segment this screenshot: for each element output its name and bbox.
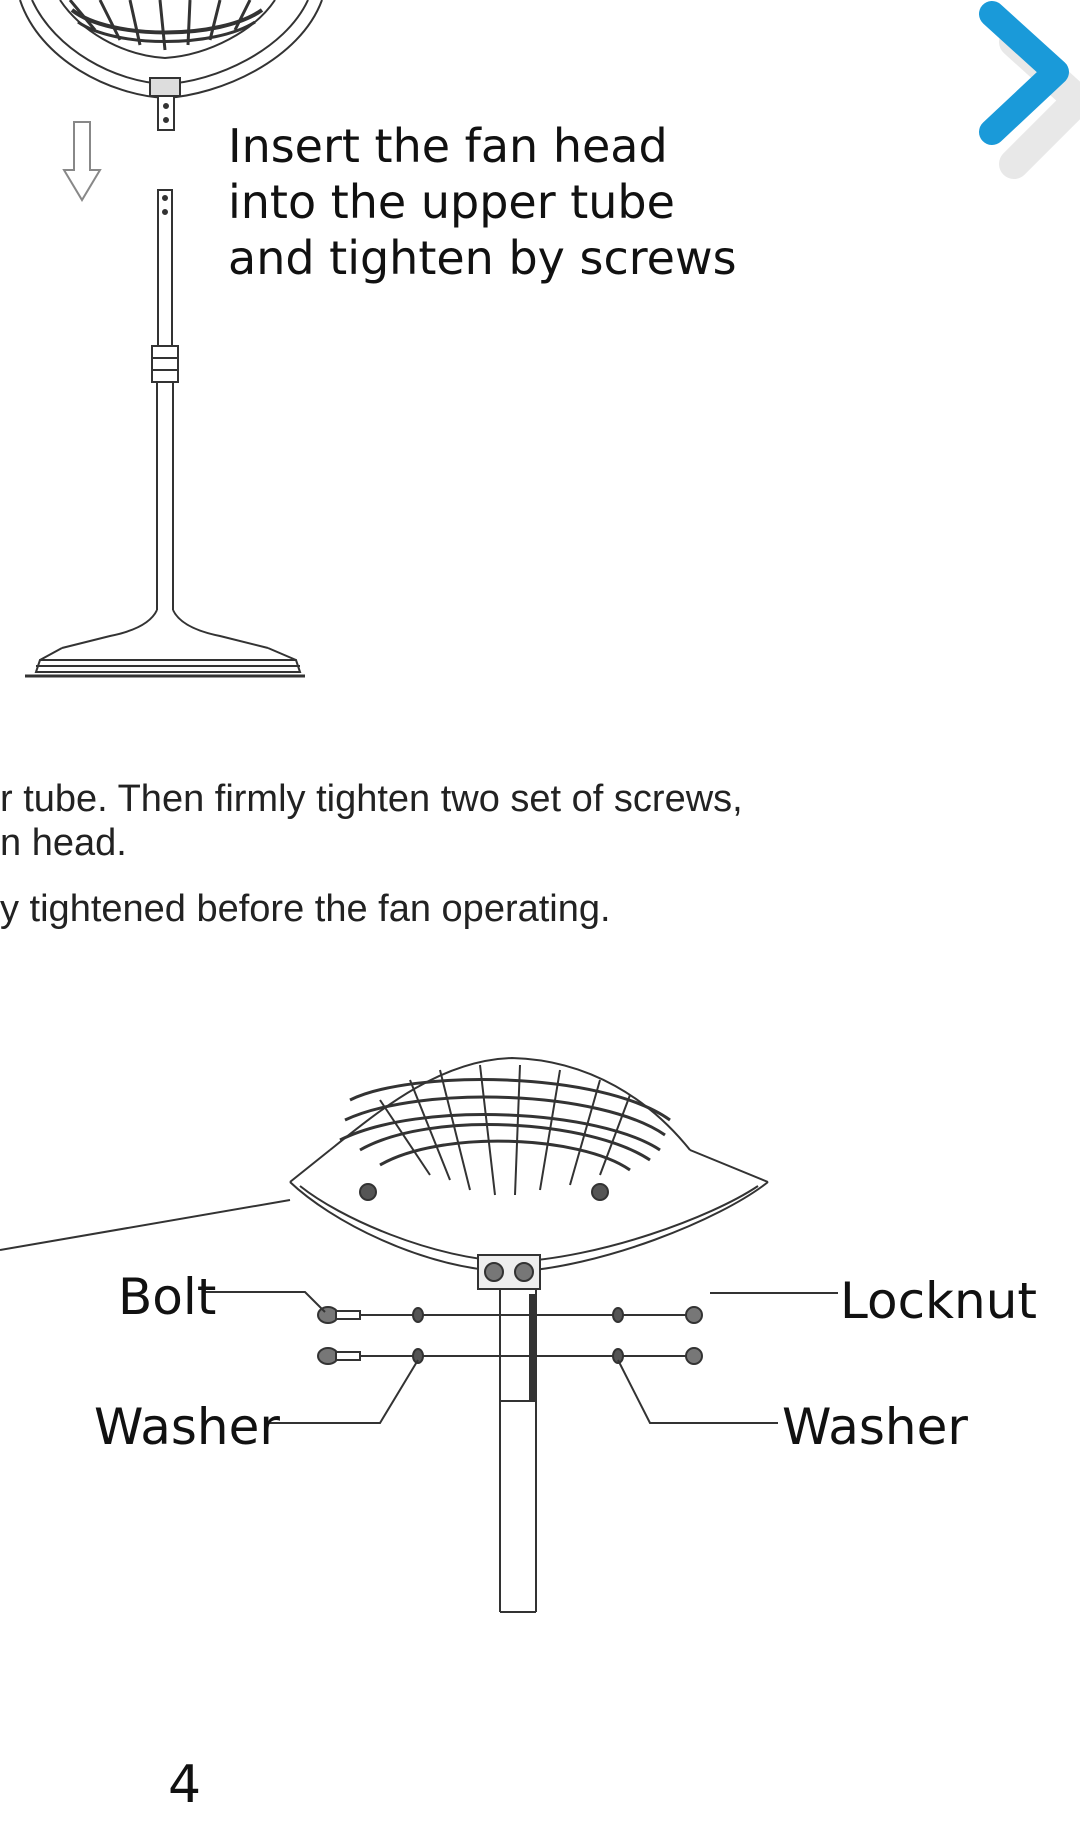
fan-head-bottom: [19, 0, 323, 100]
fan-base: [25, 609, 305, 678]
caption-line-3: and tighten by screws: [228, 231, 737, 285]
pole-bracket: [477, 1254, 541, 1613]
label-bolt: Bolt: [118, 1268, 217, 1326]
label-leaders: [205, 1291, 838, 1424]
next-page-button[interactable]: [972, 0, 1080, 180]
assembly-caption: Insert the fan head into the upper tube …: [228, 118, 737, 286]
screw-assembly-illustration: [0, 1056, 838, 1613]
instruction-line-2: n head.: [0, 822, 127, 864]
label-washer-left: Washer: [94, 1398, 280, 1456]
instruction-line-1: r tube. Then firmly tighten two set of s…: [0, 778, 743, 820]
caption-line-1: Insert the fan head: [228, 119, 668, 173]
fan-stand-illustration: [19, 0, 323, 678]
instruction-line-3: y tightened before the fan operating.: [0, 888, 611, 930]
label-locknut: Locknut: [840, 1272, 1037, 1330]
label-washer-right: Washer: [782, 1398, 968, 1456]
fan-head: [289, 1056, 769, 1274]
upper-tube: [151, 189, 179, 610]
arrow-down-icon: [62, 121, 102, 202]
page-number: 4: [168, 1755, 202, 1815]
chevron-right-icon: [979, 1, 1080, 179]
caption-line-2: into the upper tube: [228, 175, 675, 229]
fan-bracket: [149, 77, 181, 131]
